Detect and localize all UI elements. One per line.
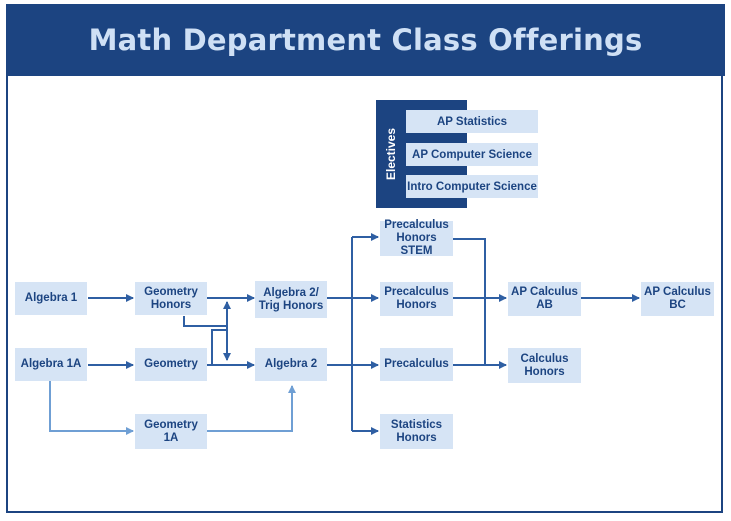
course-calculus-honors: Calculus Honors: [508, 348, 581, 383]
course-geometry: Geometry: [135, 348, 207, 381]
course-algebra-2-trig-honors: Algebra 2/ Trig Honors: [255, 281, 327, 318]
course-precalculus: Precalculus: [380, 348, 453, 381]
course-ap-calculus-bc: AP Calculus BC: [641, 282, 714, 316]
course-algebra-2: Algebra 2: [255, 348, 327, 381]
course-algebra-1a: Algebra 1A: [15, 348, 87, 381]
page-title: Math Department Class Offerings: [88, 23, 643, 57]
elective-intro-computer-science: Intro Computer Science: [406, 175, 538, 198]
connector-precalc-stem-down: [453, 238, 486, 365]
elective-ap-statistics: AP Statistics: [406, 110, 538, 133]
title-banner: Math Department Class Offerings: [6, 4, 725, 76]
arrow-geometry-honors-to-algebra2: [183, 316, 231, 361]
course-ap-calculus-ab: AP Calculus AB: [508, 282, 581, 316]
course-algebra-1: Algebra 1: [15, 282, 87, 315]
diagram-frame: [6, 4, 723, 513]
course-precalculus-honors: Precalculus Honors: [380, 282, 453, 316]
arrow-geometry-to-alg2-trig: [207, 301, 231, 366]
arrow-algebra1a-to-geometry-1a: [49, 375, 134, 435]
course-precalculus-honors-stem: Precalculus Honors STEM: [380, 219, 453, 257]
elective-ap-computer-science: AP Computer Science: [406, 143, 538, 166]
course-geometry-honors: Geometry Honors: [135, 282, 207, 315]
course-geometry-1a: Geometry 1A: [135, 414, 207, 449]
arrow-geometry-1a-to-algebra2: [207, 385, 296, 432]
course-statistics-honors: Statistics Honors: [380, 414, 453, 449]
